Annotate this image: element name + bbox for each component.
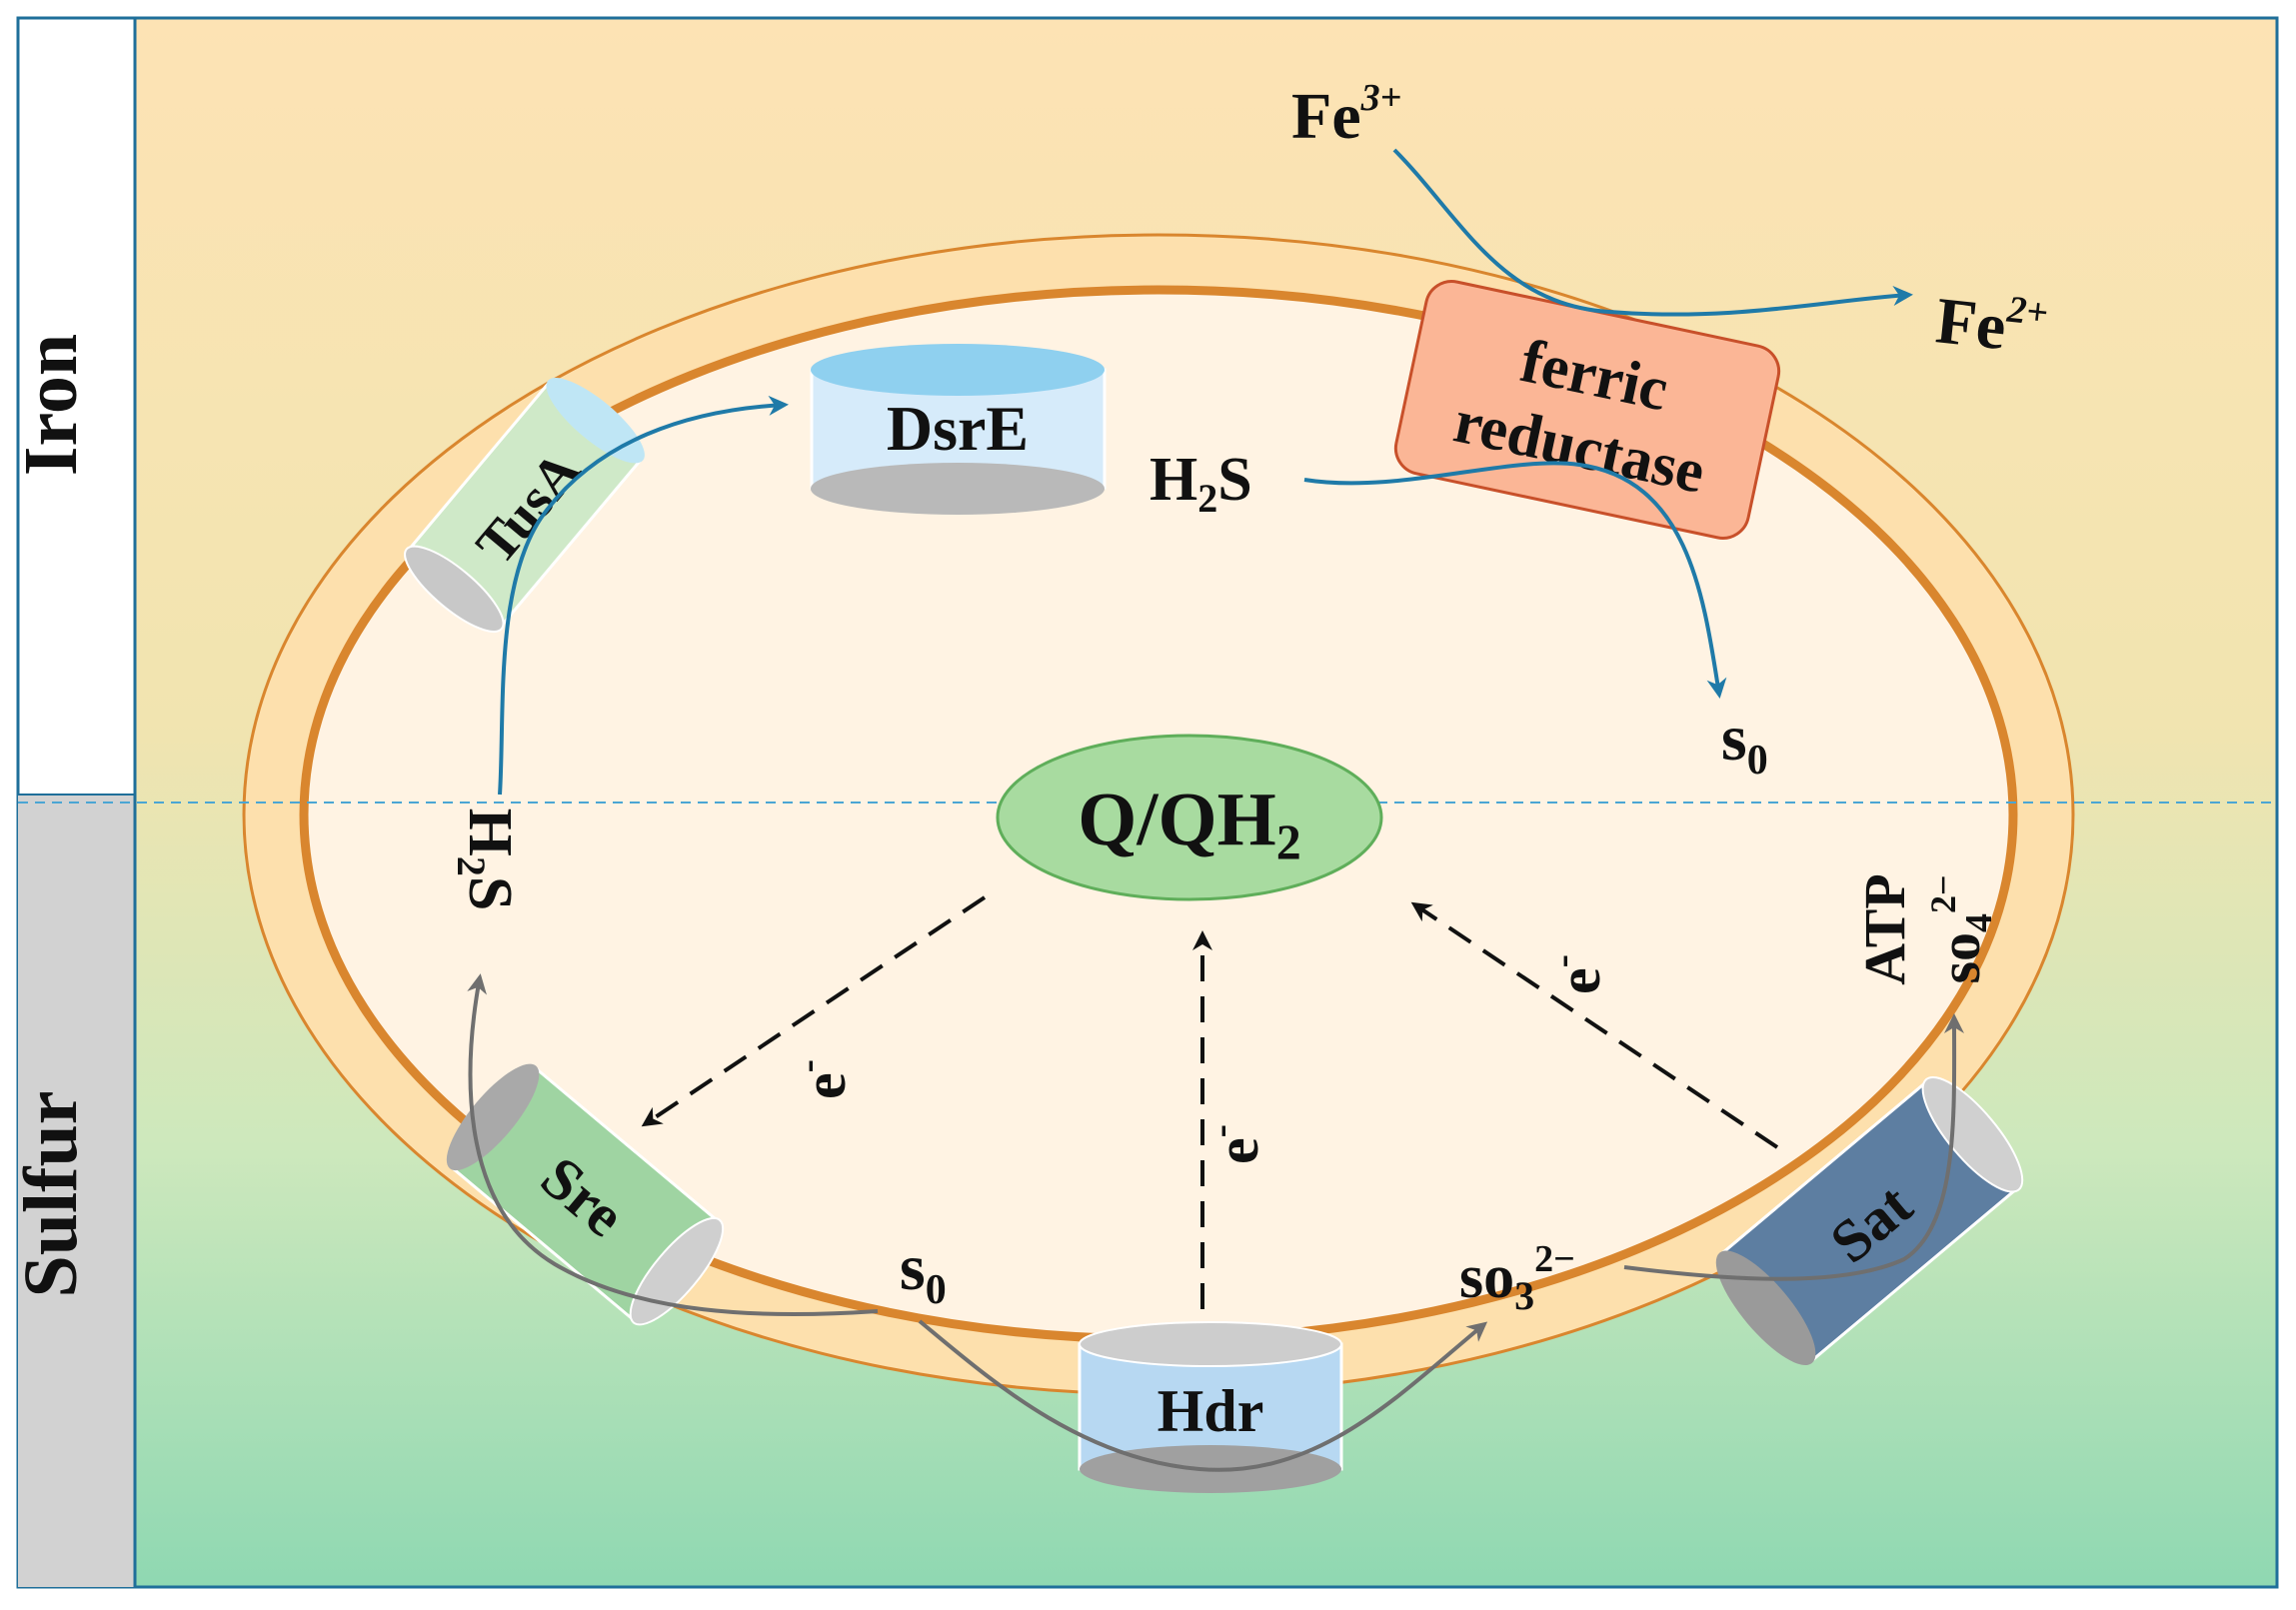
- sulfate-label: so42−: [1923, 874, 2000, 983]
- h2s-top-label: H2S: [1149, 446, 1252, 521]
- ferric-reductase-protein: ferric reductase: [1393, 280, 1781, 540]
- electron-center-label: e-: [1197, 1124, 1270, 1164]
- electron-right-arrow: [1410, 901, 1779, 1149]
- electron-left-label: e-: [785, 1059, 858, 1099]
- h2s-left-label: H2S: [449, 808, 524, 911]
- quinone-pool: Q/QH2: [996, 734, 1383, 901]
- tusa-protein: TusA: [404, 378, 645, 633]
- fe2-label: Fe2+: [1932, 281, 2050, 368]
- hdr-label: Hdr: [1157, 1378, 1264, 1444]
- s0-bottom-label: s0: [900, 1231, 947, 1313]
- sre-protein: Sre: [446, 1063, 725, 1326]
- dsre-label: DsrE: [887, 393, 1029, 464]
- sulfite-to-sulfate-arrow: [1623, 1013, 1965, 1281]
- h2s-to-s0-arrow: [1303, 461, 1727, 699]
- s0-top-label: s0: [1721, 702, 1768, 784]
- s0-to-h2s-arrow: [467, 973, 879, 1317]
- iron-band-label: Iron: [9, 334, 93, 476]
- sulfur-band-label: Sulfur: [9, 1091, 93, 1298]
- dsre-protein: DsrE: [810, 344, 1107, 515]
- sulfur-band: [18, 795, 135, 1587]
- fe3-label: Fe3+: [1291, 77, 1401, 153]
- electron-right-label: e-: [1539, 954, 1612, 994]
- quinone-label: Q/QH2: [1078, 778, 1300, 869]
- s0-to-sulfite-arrow: [918, 1319, 1488, 1472]
- sat-protein: Sat: [1715, 1075, 2024, 1366]
- sulfite-label: so32−: [1459, 1238, 1575, 1318]
- electron-left-arrow: [641, 895, 987, 1127]
- fe3-to-fe2-arrow: [1392, 148, 1913, 317]
- hdr-protein: Hdr: [1078, 1321, 1343, 1493]
- h2s-transfer-arrow: [498, 395, 789, 796]
- atp-label: ATP: [1852, 873, 1917, 985]
